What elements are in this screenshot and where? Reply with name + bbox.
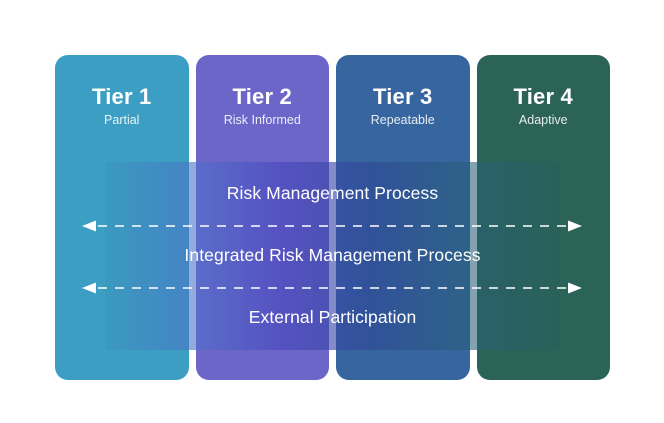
tier-card-4[interactable]: Tier 4 Adaptive [476,55,610,380]
tier-title: Tier 4 [513,84,573,109]
tier-subtitle: Repeatable [370,113,435,128]
tier-title: Tier 3 [373,84,433,109]
tier-subtitle: Partial [104,113,140,128]
tier-card-3[interactable]: Tier 3 Repeatable [336,55,470,380]
tier-subtitle: Adaptive [518,113,568,128]
tier-subtitle: Risk Informed [223,113,301,128]
tier-card-1[interactable]: Tier 1 Partial [55,55,189,380]
tier-title: Tier 1 [92,84,152,109]
tier-card-2[interactable]: Tier 2 Risk Informed [195,55,329,380]
tier-title: Tier 2 [232,84,292,109]
tier-card-row: Tier 1 Partial Tier 2 Risk Informed Tier… [55,55,610,380]
